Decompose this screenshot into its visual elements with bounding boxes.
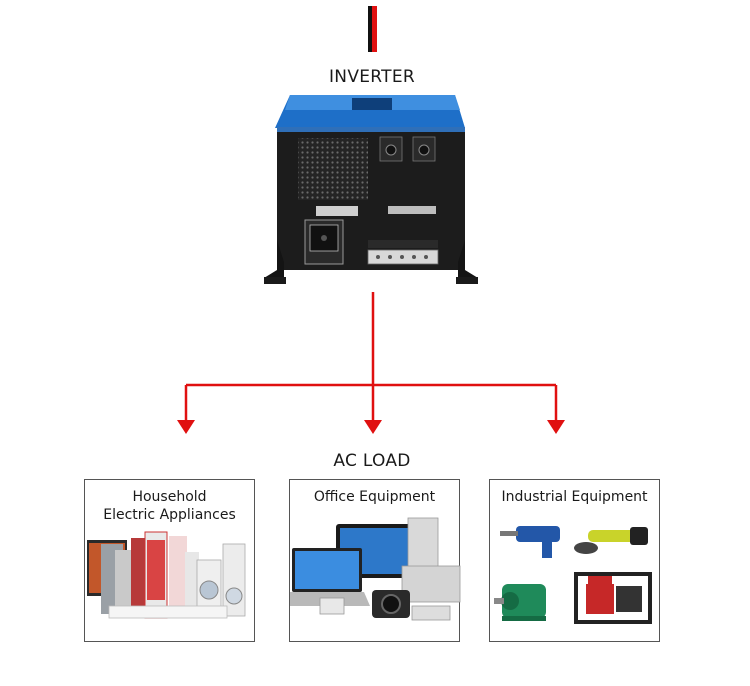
load-card-household: Household Electric Appliances [84,479,255,642]
inverter-label: INVERTER [328,67,415,87]
industrial-equipment-image [494,526,652,624]
load-card-label: Office Equipment [313,489,436,505]
ac-load-label: AC LOAD [333,451,411,471]
household-appliances-image [87,531,246,619]
load-card-industrial: Industrial Equipment [489,479,660,642]
arrow-down-icon-center [364,420,382,434]
arrow-down-icon-right [547,420,565,434]
load-card-label: Industrial Equipment [501,489,648,505]
arrow-down-icon-left [177,420,195,434]
office-equipment-image [290,517,461,621]
load-card-label: Household Electric Appliances [103,489,236,523]
input-wire [368,6,377,52]
load-card-office: Office Equipment [289,479,461,642]
